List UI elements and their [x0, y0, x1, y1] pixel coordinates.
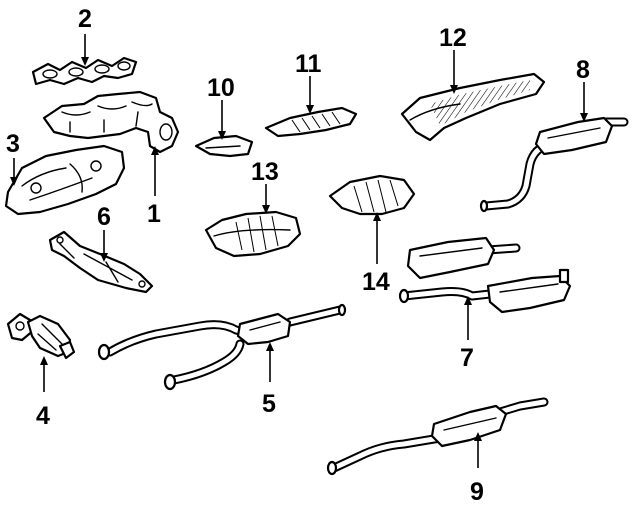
callout-10: 10 [207, 74, 235, 102]
callout-6: 6 [97, 203, 111, 231]
callout-2: 2 [78, 5, 92, 33]
callout-3: 3 [6, 130, 20, 158]
leader-lines [10, 34, 588, 468]
callout-9: 9 [470, 478, 484, 506]
muffler-assembly-upper [479, 116, 629, 213]
callout-12: 12 [439, 24, 467, 52]
underbody-heat-shield [204, 210, 302, 258]
callout-1: 1 [147, 200, 161, 228]
callout-13: 13 [251, 158, 279, 186]
callout-4: 4 [36, 402, 50, 430]
rear-heat-shield [328, 174, 416, 216]
manifold-gasket [31, 56, 138, 86]
exhaust-manifold [42, 90, 180, 154]
center-heat-shield [264, 106, 358, 138]
callout-numbers: 2 1 3 6 4 5 10 11 13 12 14 8 7 9 [6, 5, 590, 506]
rear-muffler-assembly [326, 397, 549, 476]
front-catalytic-converter [6, 312, 76, 360]
callout-5: 5 [262, 390, 276, 418]
callout-7: 7 [460, 344, 474, 372]
front-exhaust-pipe [97, 303, 347, 391]
callout-8: 8 [576, 56, 590, 84]
callout-14: 14 [362, 268, 390, 296]
small-heat-shield [194, 134, 254, 158]
tunnel-heat-shield [400, 72, 546, 142]
support-bracket [48, 230, 154, 294]
manifold-heat-shield [4, 144, 126, 216]
dual-muffler-assembly [398, 236, 572, 314]
callout-11: 11 [295, 50, 322, 78]
